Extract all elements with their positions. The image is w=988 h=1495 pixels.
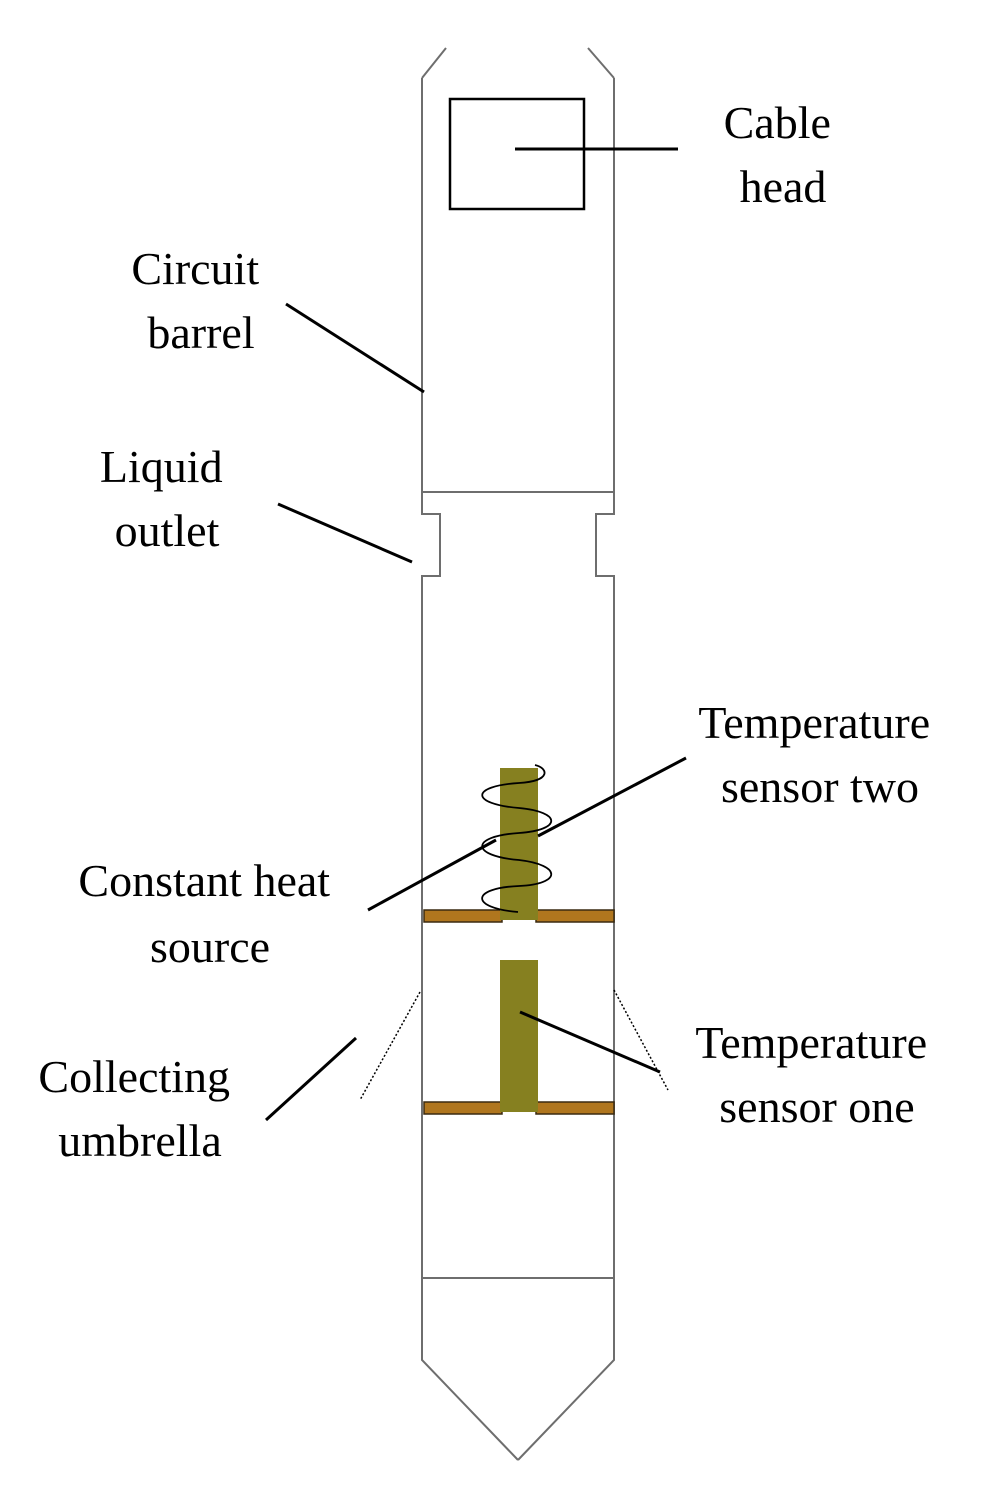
label-cable-head-line1: Cable bbox=[724, 97, 831, 148]
upper-plate bbox=[423, 909, 615, 923]
label-constant-heat-source: Constant heat source bbox=[78, 855, 341, 972]
heating-coil bbox=[481, 764, 552, 913]
label-constant-heat-source-line2: source bbox=[150, 921, 270, 972]
label-constant-heat-source-line1: Constant heat bbox=[78, 855, 330, 906]
leader-collecting-umbrella bbox=[264, 1036, 358, 1122]
label-circuit-barrel-line2: barrel bbox=[147, 307, 254, 358]
label-cable-head-line2: head bbox=[740, 161, 827, 212]
label-cable-head: Cable head bbox=[724, 97, 843, 212]
temp-sensor-two-rod bbox=[500, 768, 538, 920]
label-temp-sensor-one-line1: Temperature bbox=[695, 1017, 927, 1068]
label-temp-sensor-one: Temperature sensor one bbox=[695, 1017, 938, 1132]
label-collecting-umbrella-line1: Collecting bbox=[38, 1051, 230, 1102]
leader-temp-sensor-two bbox=[537, 756, 687, 838]
label-collecting-umbrella-line2: umbrella bbox=[58, 1115, 222, 1166]
label-temp-sensor-two-line1: Temperature bbox=[698, 697, 930, 748]
collecting-umbrella-lines bbox=[359, 989, 669, 1101]
label-circuit-barrel: Circuit barrel bbox=[131, 243, 270, 358]
leader-liquid-outlet bbox=[277, 502, 413, 564]
probe-body bbox=[421, 47, 615, 1461]
label-circuit-barrel-line1: Circuit bbox=[131, 243, 259, 294]
temp-sensor-one-rod bbox=[500, 960, 538, 1112]
leader-constant-heat-source bbox=[367, 838, 497, 912]
label-liquid-outlet-line2: outlet bbox=[115, 505, 220, 556]
label-liquid-outlet: Liquid outlet bbox=[100, 441, 234, 556]
label-liquid-outlet-line1: Liquid bbox=[100, 441, 223, 492]
label-temp-sensor-two: Temperature sensor two bbox=[698, 697, 941, 812]
leader-temp-sensor-one bbox=[519, 1010, 661, 1074]
leader-circuit-barrel bbox=[285, 302, 425, 394]
leader-lines bbox=[264, 147, 687, 1122]
label-collecting-umbrella: Collecting umbrella bbox=[38, 1051, 241, 1166]
cable-head-box bbox=[448, 97, 586, 211]
label-temp-sensor-two-line2: sensor two bbox=[721, 761, 919, 812]
label-temp-sensor-one-line2: sensor one bbox=[719, 1081, 914, 1132]
